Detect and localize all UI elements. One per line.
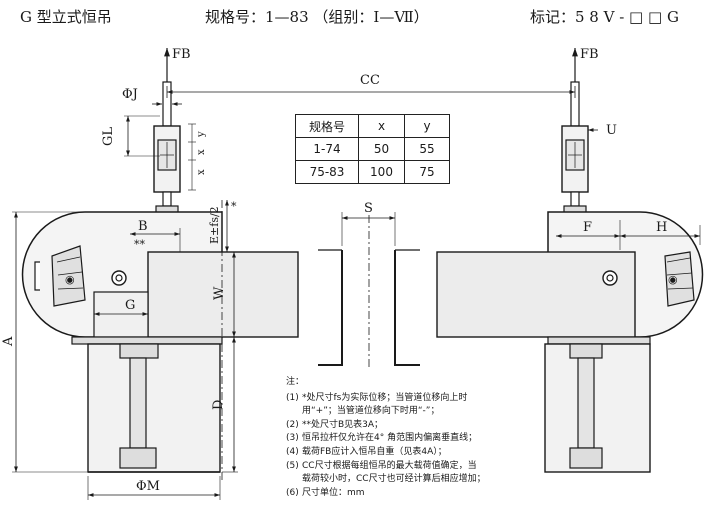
cell-x: 100 [358,160,405,184]
u-label: U [606,123,617,138]
s-label: S [364,201,373,216]
notes: 注： (1) *处尺寸fs为实际位移；当管道位移向上时 用“+”；当管道位移向下… [286,376,706,500]
table-row: 75-83 100 75 [295,160,450,184]
note-item: (3) 恒吊拉杆仅允许在4° 角范围内偏离垂直线； [286,432,706,446]
title: G 型立式恒吊 [20,8,112,26]
e-fs-label: E±fs/2 [208,206,221,244]
header-spec-number: 规格号 [295,114,359,138]
note-text: *处尺寸fs为实际位移；当管道位移向上时 [302,392,468,403]
svg-text:◉: ◉ [65,273,75,286]
g-label: G [125,298,135,313]
x-label-1: x [196,149,207,155]
spec-table-header: 规格号 x y [295,114,450,138]
y-label-1: y [196,131,207,138]
h-label: H [656,220,667,235]
note-item: (2) **处尺寸B见表3A； [286,419,706,433]
phi-m-label: ΦM [136,479,160,494]
marking-code: 标记：5 8 V - □ □ G [530,8,679,26]
header-x: x [358,114,405,138]
note-number: (5) [286,460,299,471]
fb-right-label: FB [580,47,599,62]
cell-y: 55 [404,137,450,161]
star-label: * [231,200,237,213]
note-text: 载荷FB应计入恒吊自重（见表4A）； [302,446,447,457]
note-text: **处尺寸B见表3A； [302,419,384,430]
gl-label: GL [101,127,116,146]
table-row: 1-74 50 55 [295,137,450,161]
d-label: D [211,400,226,410]
note-number: (6) [286,487,299,498]
svg-text:◉: ◉ [668,273,678,286]
note-item: (6) 尺寸单位：mm [286,487,706,501]
note-continuation: 用“+”；当管道位移向下时用“-”； [302,406,440,417]
notes-title: 注： [286,377,305,387]
x-label-2: x [196,169,207,175]
phi-j-label: ΦJ [122,87,138,102]
note-continuation: 载荷较小时，CC尺寸也可经计算后相应增加； [302,474,486,485]
cell-y: 75 [404,160,450,184]
note-text: CC尺寸根据每组恒吊的最大载荷值确定，当 [302,460,477,471]
w-label: W [212,286,227,300]
spec-table: 规格号 x y 1-74 50 55 75-83 100 75 [295,114,450,184]
f-label: F [583,220,592,235]
spec-range: 规格号：1—83 （组别：Ⅰ—Ⅶ） [205,8,429,26]
note-number: (3) [286,433,299,444]
double-star-label: ** [134,238,146,251]
cell-spec: 75-83 [295,160,359,184]
note-text: 恒吊拉杆仅允许在4° 角范围内偏离垂直线； [302,433,478,444]
note-item: (1) *处尺寸fs为实际位移；当管道位移向上时 [286,392,706,406]
b-label: B [138,219,148,234]
cell-spec: 1-74 [295,137,359,161]
cell-x: 50 [358,137,405,161]
header-y: y [404,114,450,138]
beam-right [436,251,636,338]
note-number: (4) [286,446,299,457]
scale-right [664,251,695,307]
note-number: (2) [286,419,299,430]
note-item: (4) 载荷FB应计入恒吊自重（见表4A）； [286,446,706,460]
note-text: 尺寸单位：mm [302,487,365,498]
a-label: A [1,336,16,347]
fb-left-label: FB [172,47,191,62]
cc-label: CC [360,73,380,88]
note-number: (1) [286,392,299,403]
note-item: (5) CC尺寸根据每组恒吊的最大载荷值确定，当 [286,460,706,474]
